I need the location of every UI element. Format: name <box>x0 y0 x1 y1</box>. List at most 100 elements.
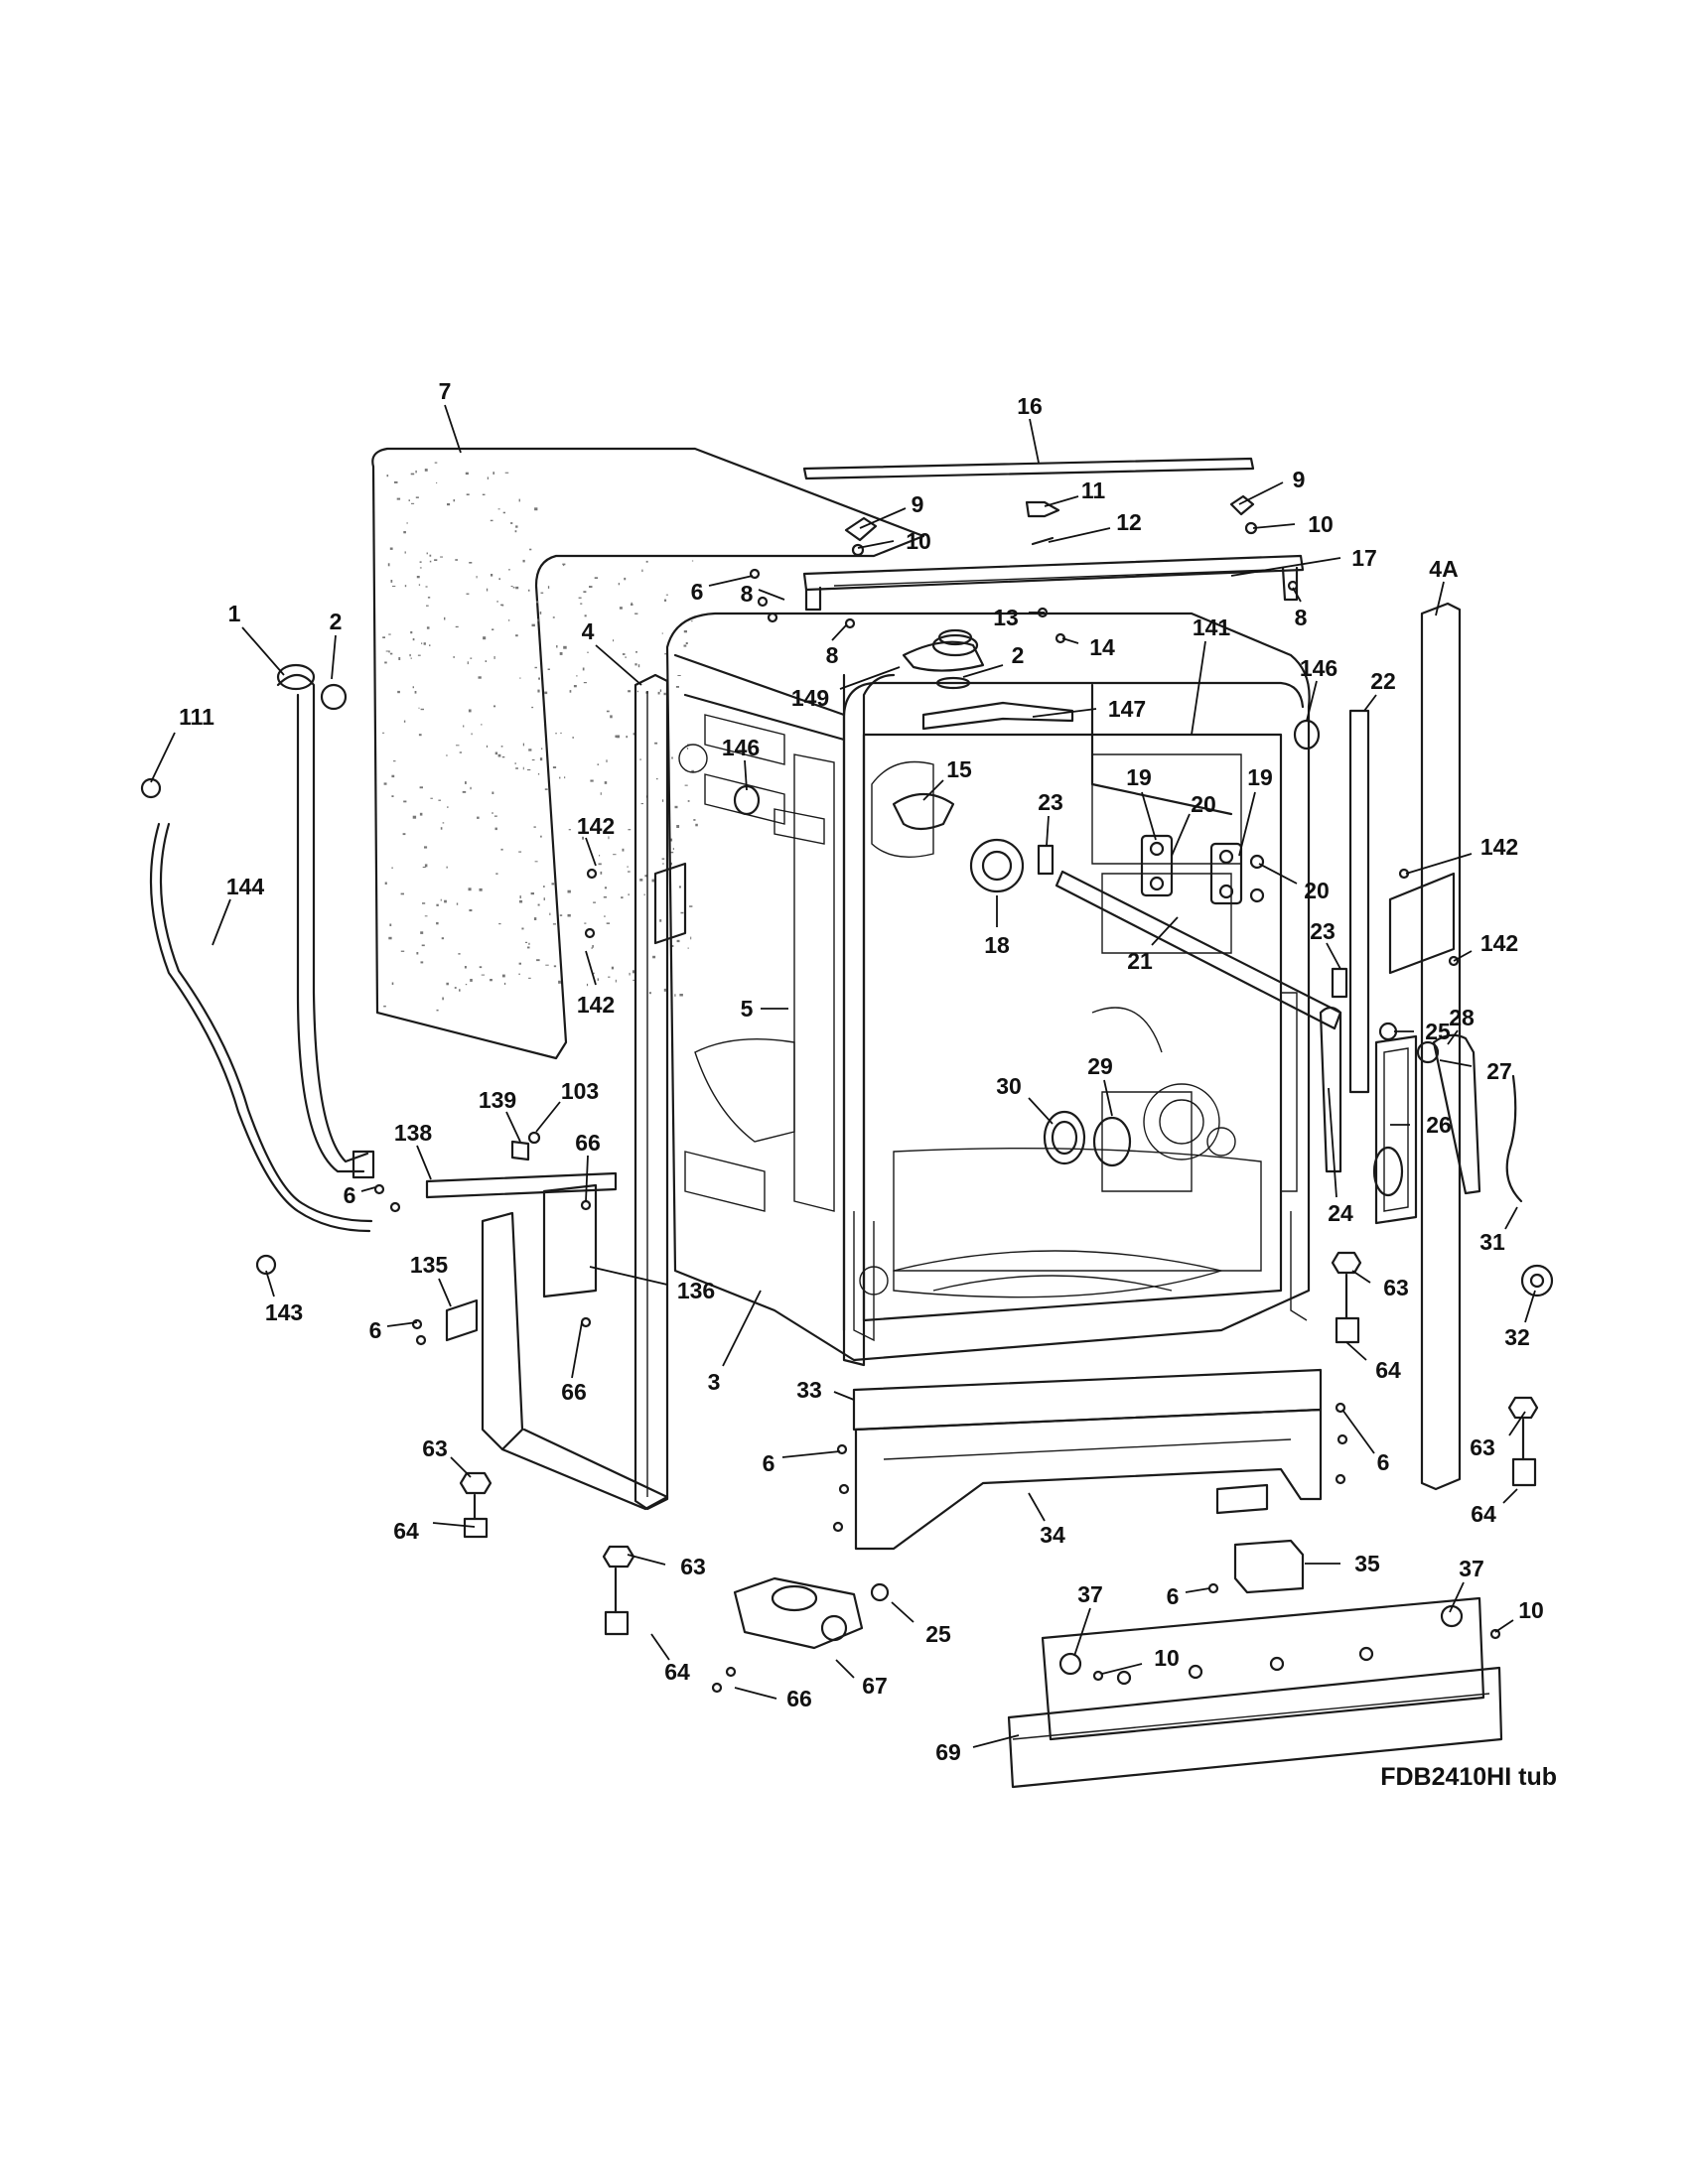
leader-line <box>831 624 847 641</box>
leader-line <box>744 759 748 791</box>
leader-line <box>438 1278 452 1307</box>
drain-hose-inner <box>159 822 373 1223</box>
callout-64: 64 <box>393 1518 476 1544</box>
callout-4: 4 <box>582 618 642 686</box>
leader-line <box>1435 581 1445 616</box>
callout-6: 6 <box>1167 1583 1210 1609</box>
callout-number: 63 <box>1383 1275 1409 1300</box>
callout-number: 35 <box>1354 1551 1380 1576</box>
leader-line <box>1141 791 1157 841</box>
leveling-legs <box>459 1251 1539 1636</box>
leader-line <box>1453 950 1473 962</box>
callout-26: 26 <box>1390 1112 1452 1138</box>
callout-141: 141 <box>1191 614 1230 736</box>
callout-number: 3 <box>708 1369 721 1395</box>
callout-number: 30 <box>996 1073 1022 1099</box>
callout-64: 64 <box>1345 1341 1401 1383</box>
leader-line <box>1524 1290 1536 1323</box>
callout-18: 18 <box>984 895 1010 958</box>
callout-64: 64 <box>650 1633 690 1685</box>
water-valve <box>733 1576 864 1650</box>
callout-30: 30 <box>996 1073 1054 1125</box>
callout-24: 24 <box>1328 1087 1353 1226</box>
callout-19: 19 <box>1126 764 1157 841</box>
vent-assembly <box>1372 1033 1481 1225</box>
o-ring-25b <box>870 1582 890 1602</box>
callout-number: 63 <box>1470 1434 1495 1460</box>
leader-line <box>835 1659 855 1679</box>
callout-21: 21 <box>1127 916 1179 974</box>
leader-line <box>1306 680 1318 722</box>
leader-line <box>857 540 895 549</box>
callout-number: 29 <box>1087 1053 1113 1079</box>
callout-number: 63 <box>422 1435 448 1461</box>
leader-line <box>585 1155 589 1202</box>
grommet-left <box>733 784 761 816</box>
callout-number: 10 <box>1154 1645 1180 1671</box>
leader-line <box>1508 1411 1526 1436</box>
power-cord <box>1505 1074 1523 1203</box>
leader-line <box>1238 791 1256 857</box>
leader-line <box>1328 1087 1337 1198</box>
callout-143: 143 <box>265 1270 303 1325</box>
callout-number: 10 <box>1308 511 1334 537</box>
callout-number: 32 <box>1504 1324 1530 1350</box>
callout-number: 22 <box>1370 668 1396 694</box>
mount-plate <box>542 1183 598 1298</box>
callout-number: 66 <box>786 1686 812 1711</box>
callout-number: 67 <box>862 1673 888 1699</box>
leader-line <box>1046 815 1050 847</box>
leader-line <box>150 732 176 783</box>
thermostat <box>1520 1264 1554 1297</box>
leader-line <box>1405 853 1473 875</box>
rack-stop-left <box>1037 844 1055 876</box>
callout-number: 142 <box>577 992 615 1018</box>
leader-line <box>1048 527 1111 543</box>
leader-line <box>585 950 597 986</box>
callout-66: 66 <box>575 1130 601 1202</box>
callout-142: 142 <box>1453 930 1518 962</box>
callout-number: 111 <box>179 704 214 730</box>
callout-27: 27 <box>1439 1058 1512 1084</box>
callout-22: 22 <box>1363 668 1396 712</box>
leader-line <box>1345 1341 1367 1361</box>
leader-line <box>1363 694 1377 712</box>
callout-number: 14 <box>1089 634 1115 660</box>
leader-line <box>962 664 1004 678</box>
callout-67: 67 <box>835 1659 888 1699</box>
leader-line <box>1351 1270 1371 1284</box>
leader-line <box>432 1522 476 1528</box>
callout-6: 6 <box>1341 1409 1389 1475</box>
callout-number: 6 <box>344 1182 356 1208</box>
leader-line <box>722 1290 762 1367</box>
callout-number: 19 <box>1126 764 1152 790</box>
callout-111: 111 <box>150 704 214 783</box>
callout-number: 31 <box>1479 1229 1505 1255</box>
callout-63: 63 <box>1351 1270 1409 1300</box>
left-side-panel <box>633 673 687 1511</box>
callout-number: 5 <box>741 996 754 1022</box>
callout-142: 142 <box>1405 834 1518 875</box>
callout-32: 32 <box>1504 1290 1536 1350</box>
callout-66: 66 <box>561 1321 587 1405</box>
leader-line <box>571 1321 583 1379</box>
callout-number: 103 <box>561 1078 599 1104</box>
small-bracket <box>510 1140 530 1161</box>
top-bracket-rail <box>802 554 1305 612</box>
leader-line <box>1073 1607 1091 1657</box>
callout-number: 25 <box>925 1621 951 1647</box>
leader-line <box>444 404 462 454</box>
callout-147: 147 <box>1032 696 1146 722</box>
spray-arm <box>921 701 1074 731</box>
callout-144: 144 <box>211 874 264 946</box>
callout-64: 64 <box>1471 1488 1518 1527</box>
filter-rings <box>1043 1110 1132 1167</box>
callout-number: 7 <box>439 378 452 404</box>
callout-11: 11 <box>1044 478 1105 507</box>
callout-2: 2 <box>330 609 342 680</box>
callout-number: 33 <box>796 1377 822 1403</box>
leader-line <box>1258 863 1298 885</box>
callout-number: 136 <box>677 1278 715 1303</box>
callout-number: 27 <box>1486 1058 1512 1084</box>
